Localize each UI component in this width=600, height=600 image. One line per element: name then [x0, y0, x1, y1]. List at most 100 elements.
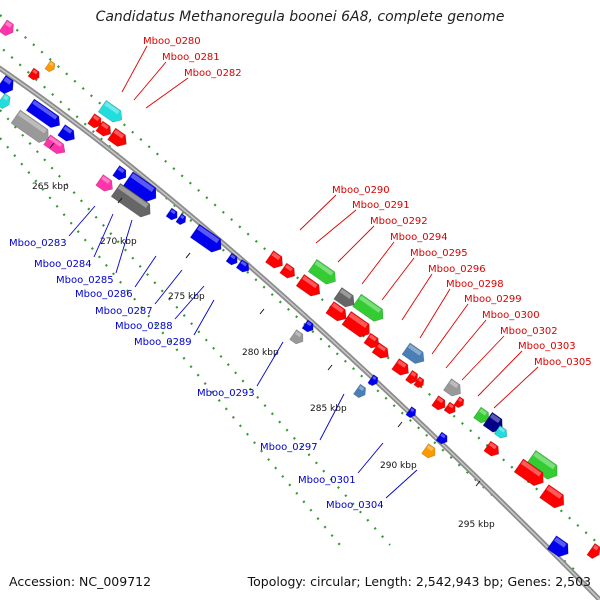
gene-label-mboo_0301[interactable]: Mboo_0301: [298, 475, 356, 486]
scale-tick: [327, 364, 333, 371]
label-leader-line: [121, 45, 148, 93]
gene-feature-arrow[interactable]: [546, 535, 573, 561]
genome-backbone-highlight: [0, 67, 600, 600]
gene-feature-arrow[interactable]: [0, 92, 13, 110]
gene-feature-arrow[interactable]: [10, 109, 53, 146]
gene-feature-arrow[interactable]: [421, 443, 439, 461]
gene-feature-arrow[interactable]: [97, 99, 126, 125]
gene-feature-arrow[interactable]: [405, 406, 418, 420]
gene-label-mboo_0291[interactable]: Mboo_0291: [352, 200, 410, 211]
gene-label-mboo_0290[interactable]: Mboo_0290: [332, 185, 390, 196]
gene-feature-arrow[interactable]: [295, 273, 324, 299]
gene-feature-arrow[interactable]: [401, 342, 428, 367]
gene-feature-arrow[interactable]: [473, 406, 493, 426]
gene-feature-arrow[interactable]: [225, 252, 240, 267]
gene-feature-arrow[interactable]: [95, 120, 114, 139]
gene-label-mboo_0302[interactable]: Mboo_0302: [500, 326, 558, 337]
gene-feature-arrow[interactable]: [307, 258, 340, 287]
gene-feature-arrow[interactable]: [363, 332, 382, 351]
gene-feature-arrow[interactable]: [341, 310, 374, 340]
gene-feature-arrow[interactable]: [165, 207, 180, 222]
gene-feature-arrow[interactable]: [353, 383, 368, 400]
gene-feature-arrow[interactable]: [112, 165, 130, 183]
label-leader-line: [299, 194, 337, 231]
scale-tick-label: 265 kbp: [32, 182, 69, 192]
label-leader-line: [477, 350, 523, 397]
scale-tick: [117, 197, 123, 204]
gene-label-mboo_0305[interactable]: Mboo_0305: [534, 357, 592, 368]
gene-label-mboo_0282[interactable]: Mboo_0282: [184, 68, 242, 79]
gene-label-mboo_0281[interactable]: Mboo_0281: [162, 52, 220, 63]
accession-label: Accession: NC_009712: [9, 574, 152, 589]
gene-label-mboo_0295[interactable]: Mboo_0295: [410, 248, 468, 259]
gene-feature-arrow[interactable]: [43, 134, 69, 157]
gene-label-mboo_0283[interactable]: Mboo_0283: [9, 238, 67, 249]
gene-feature-arrow[interactable]: [333, 287, 358, 311]
gene-label-mboo_0299[interactable]: Mboo_0299: [464, 294, 522, 305]
gene-label-mboo_0286[interactable]: Mboo_0286: [75, 289, 133, 300]
gene-label-mboo_0304[interactable]: Mboo_0304: [326, 500, 384, 511]
gene-label-mboo_0289[interactable]: Mboo_0289: [134, 337, 192, 348]
gene-feature-arrow[interactable]: [0, 75, 17, 96]
gene-feature-arrow[interactable]: [443, 401, 458, 416]
gene-feature-arrow[interactable]: [107, 127, 131, 150]
gene-feature-arrow[interactable]: [493, 425, 510, 440]
gene-feature-arrow[interactable]: [586, 542, 600, 560]
gene-feature-arrow[interactable]: [352, 293, 388, 325]
scale-tick: [397, 421, 403, 428]
gene-feature-arrow[interactable]: [413, 376, 426, 390]
gene-label-mboo_0300[interactable]: Mboo_0300: [482, 310, 540, 321]
gene-feature-arrow[interactable]: [435, 431, 450, 446]
gene-label-mboo_0287[interactable]: Mboo_0287: [95, 306, 153, 317]
scale-tick: [185, 252, 191, 259]
gene-feature-arrow[interactable]: [443, 378, 464, 400]
label-leader-line: [145, 77, 189, 109]
gene-label-mboo_0297[interactable]: Mboo_0297: [260, 442, 318, 453]
gene-feature-arrow[interactable]: [265, 250, 286, 272]
gene-label-mboo_0296[interactable]: Mboo_0296: [428, 264, 486, 275]
label-leader-line: [385, 469, 418, 499]
gene-feature-arrow[interactable]: [95, 174, 117, 195]
gene-label-mboo_0284[interactable]: Mboo_0284: [34, 259, 92, 270]
scale-tick-label: 290 kbp: [380, 461, 417, 471]
gene-label-mboo_0303[interactable]: Mboo_0303: [518, 341, 576, 352]
gene-feature-arrow[interactable]: [453, 396, 466, 410]
gene-feature-arrow[interactable]: [189, 223, 225, 255]
label-leader-line: [419, 288, 451, 339]
gene-feature-arrow[interactable]: [57, 124, 79, 145]
label-leader-line: [381, 257, 415, 301]
gene-feature-arrow[interactable]: [301, 319, 316, 334]
gene-feature-arrow[interactable]: [122, 171, 161, 205]
label-leader-line: [174, 285, 205, 320]
gene-feature-arrow[interactable]: [44, 60, 57, 74]
gene-feature-arrow[interactable]: [405, 369, 420, 386]
gene-label-mboo_0285[interactable]: Mboo_0285: [56, 275, 114, 286]
gene-feature-arrow[interactable]: [371, 342, 392, 361]
gene-label-mboo_0293[interactable]: Mboo_0293: [197, 388, 255, 399]
gene-feature-arrow[interactable]: [87, 113, 105, 131]
gene-label-mboo_0280[interactable]: Mboo_0280: [143, 36, 201, 47]
gene-feature-arrow[interactable]: [27, 67, 42, 82]
gene-feature-arrow[interactable]: [391, 358, 413, 379]
gene-feature-arrow[interactable]: [513, 458, 548, 489]
gene-feature-arrow[interactable]: [235, 259, 252, 274]
gene-feature-arrow[interactable]: [431, 395, 449, 413]
label-leader-line: [357, 442, 384, 474]
gene-feature-arrow[interactable]: [25, 98, 64, 131]
gene-feature-arrow[interactable]: [110, 182, 155, 220]
gene-label-mboo_0294[interactable]: Mboo_0294: [390, 232, 448, 243]
gene-features: [0, 19, 600, 561]
scale-tick-label: 270 kbp: [100, 237, 137, 247]
gene-feature-arrow[interactable]: [325, 301, 350, 325]
label-leader-line: [493, 366, 539, 409]
gene-feature-arrow[interactable]: [539, 484, 569, 512]
gene-label-mboo_0292[interactable]: Mboo_0292: [370, 216, 428, 227]
gene-feature-arrow[interactable]: [0, 19, 17, 38]
gene-feature-arrow[interactable]: [483, 440, 502, 459]
gene-feature-arrow[interactable]: [175, 213, 188, 227]
gene-label-mboo_0288[interactable]: Mboo_0288: [115, 321, 173, 332]
gene-feature-arrow[interactable]: [367, 374, 380, 388]
gene-feature-arrow[interactable]: [289, 329, 307, 347]
gene-label-mboo_0298[interactable]: Mboo_0298: [446, 279, 504, 290]
gene-feature-arrow[interactable]: [279, 262, 298, 281]
